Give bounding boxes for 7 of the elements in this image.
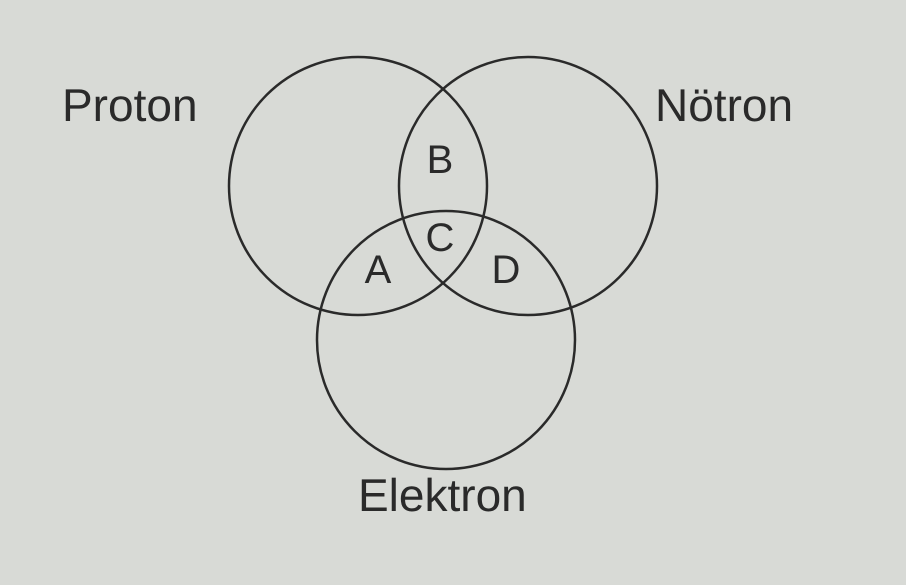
region-letter: B bbox=[426, 140, 454, 180]
region-letter: C bbox=[426, 218, 454, 258]
set-label: Elektron bbox=[358, 472, 527, 518]
region-letter: A bbox=[364, 250, 392, 290]
region-letter: D bbox=[492, 250, 520, 290]
set-label: Proton bbox=[62, 82, 198, 128]
set-label: Nötron bbox=[655, 82, 794, 128]
